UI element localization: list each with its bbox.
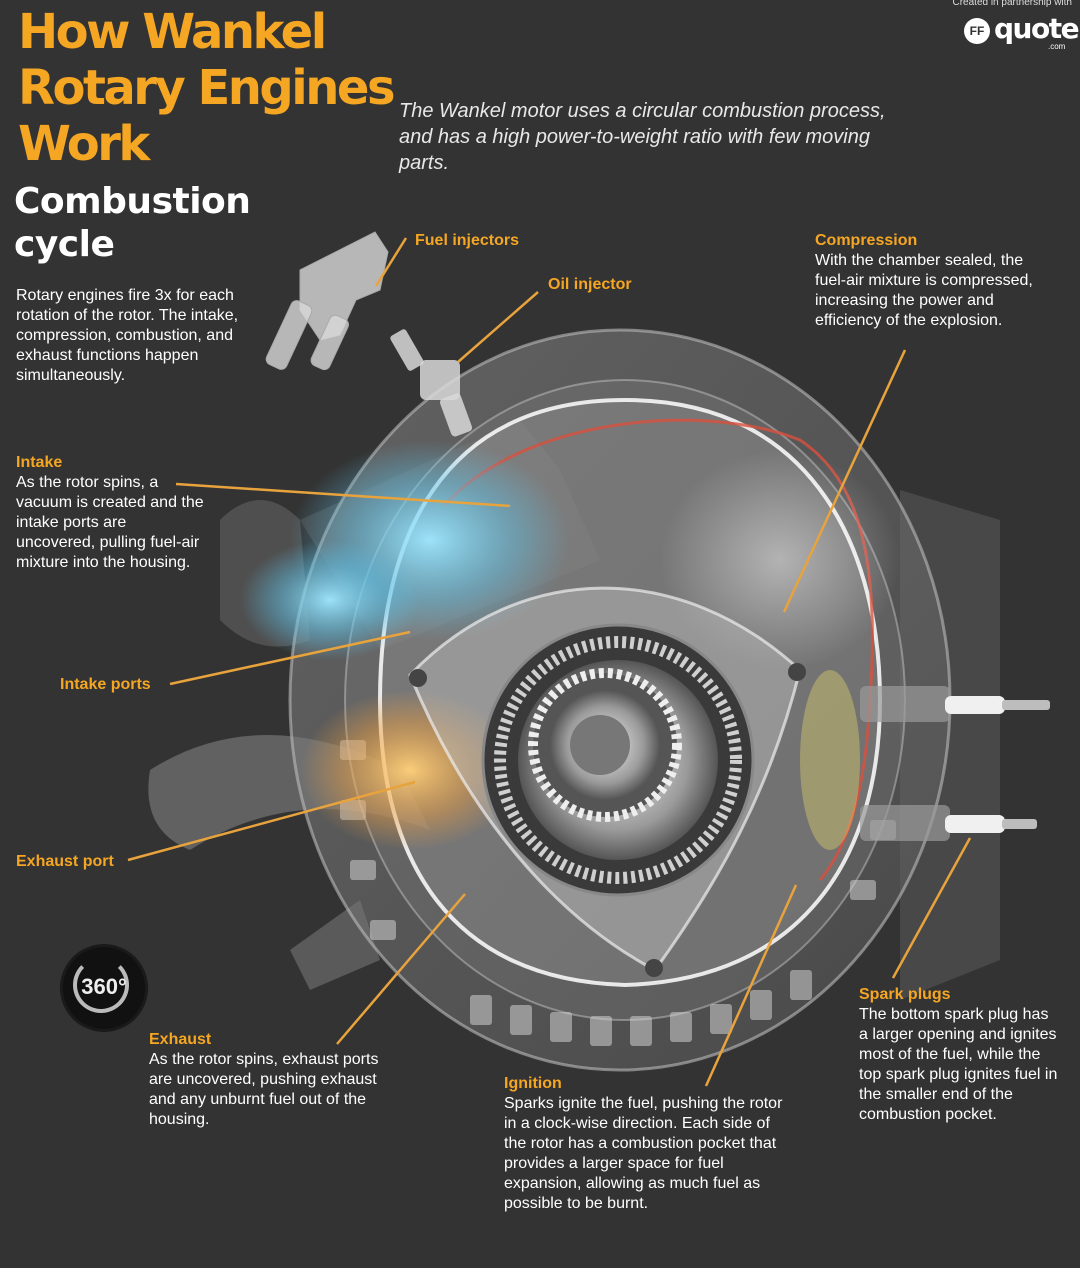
spark-plug-bottom <box>860 805 1037 841</box>
leader-intake-ports <box>169 630 411 686</box>
ignition-glow <box>800 670 860 850</box>
leader-compression <box>782 349 907 613</box>
apex-seal <box>645 959 663 977</box>
leader-ignition <box>704 884 798 1087</box>
callout-spark-plugs-text: The bottom spark plug has a larger openi… <box>859 1006 1058 1123</box>
rotate-360-button[interactable]: 360° <box>60 944 148 1032</box>
leader-spark-plugs <box>891 837 972 979</box>
callout-compression-label: Compression <box>815 232 918 249</box>
page-title: How Wankel Rotary Engines Work <box>18 4 396 172</box>
callout-intake-ports-label: Intake ports <box>60 676 151 693</box>
callout-spark-plugs-label: Spark plugs <box>859 986 951 1003</box>
section-description: Rotary engines fire 3x for each rotation… <box>16 287 239 384</box>
callout-intake-label: Intake <box>16 454 63 471</box>
rotate-360-label: 360° <box>81 974 127 999</box>
partner-text: Created in partnership with <box>952 0 1072 8</box>
apex-seal <box>409 669 427 687</box>
leader-fuel-injectors <box>374 237 408 287</box>
callout-compression-text: With the chamber sealed, the fuel-air mi… <box>815 252 1033 329</box>
shaft-bore <box>570 715 630 775</box>
logo-suffix: .com <box>1048 42 1066 51</box>
callout-exhaust-text: As the rotor spins, exhaust ports are un… <box>149 1051 379 1128</box>
ring-gear-teeth <box>494 636 742 884</box>
callout-exhaust-port-label: Exhaust port <box>16 853 114 870</box>
leader-oil-injector <box>457 291 539 363</box>
callout-ignition-text: Sparks ignite the fuel, pushing the roto… <box>504 1095 783 1212</box>
rotate-360-icon <box>73 957 129 1013</box>
quote-logo[interactable]: FF quote .com <box>964 12 1080 54</box>
callout-intake-text: As the rotor spins, a vacuum is created … <box>16 474 204 571</box>
leader-exhaust <box>336 893 466 1045</box>
leader-intake <box>175 482 511 508</box>
callout-exhaust-label: Exhaust <box>149 1031 212 1048</box>
section-title: Combustion cycle <box>14 181 251 265</box>
logo-word: quote <box>994 12 1080 45</box>
spark-plug-top <box>860 686 1050 722</box>
leader-lines <box>127 237 972 1087</box>
logo-mark-icon: FF <box>964 18 990 44</box>
apex-seal <box>788 663 806 681</box>
callout-fuel-injectors-label: Fuel injectors <box>415 232 520 249</box>
intake-port-glow <box>240 540 420 660</box>
page-subtitle: The Wankel motor uses a circular combust… <box>399 100 886 174</box>
oil-injector-shape <box>390 329 473 437</box>
leader-exhaust-port <box>127 780 416 862</box>
fuel-injector-shape <box>265 231 389 371</box>
callout-ignition-label: Ignition <box>504 1075 562 1092</box>
callout-oil-injector-label: Oil injector <box>548 276 632 293</box>
